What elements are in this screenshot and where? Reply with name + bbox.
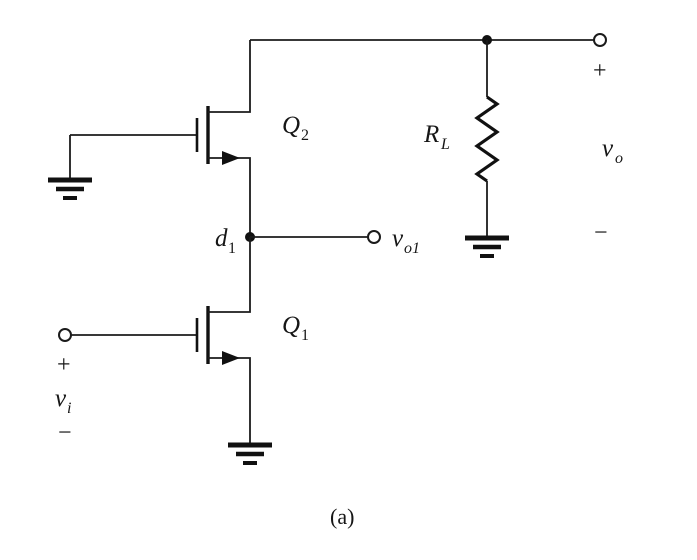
input-plus-sign: +	[57, 352, 71, 378]
resistor-rl	[474, 95, 500, 183]
input-minus-sign: −	[58, 420, 72, 446]
q2-label: Q	[282, 112, 300, 139]
q1-source-arrow	[222, 351, 240, 365]
d1-label: d	[215, 225, 228, 252]
transistor-q2	[70, 40, 251, 237]
input-terminal	[58, 328, 72, 342]
output-minus-sign: −	[594, 220, 608, 246]
ground-symbol-q1-source	[228, 442, 272, 465]
vo-label-sub: o	[615, 150, 623, 167]
figure-caption: (a)	[330, 504, 354, 529]
ground-symbol-q2-gate	[48, 135, 92, 200]
vo1-label-sub: o1	[404, 240, 420, 257]
vo1-terminal	[367, 230, 381, 244]
q2-drain-lead	[208, 40, 251, 113]
q2-source-arrow	[222, 151, 240, 165]
d1-label-sub: 1	[228, 240, 236, 257]
q2-label-sub: 2	[301, 127, 309, 144]
q1-label-sub: 1	[301, 327, 309, 344]
ground-symbol-load	[465, 235, 509, 258]
rl-label: R	[423, 121, 439, 148]
q1-drain-lead	[208, 237, 251, 313]
transistor-q1	[71, 237, 251, 445]
q1-source-lead	[208, 357, 251, 445]
vi-label-sub: i	[67, 400, 71, 417]
load-resistor-branch	[465, 40, 509, 258]
vi-label: v	[55, 385, 67, 412]
vo1-label: v	[392, 225, 404, 252]
vo-label: v	[602, 135, 614, 162]
output-terminal	[593, 33, 607, 47]
rl-label-sub: L	[440, 136, 450, 153]
output-plus-sign: +	[593, 58, 607, 84]
q1-label: Q	[282, 312, 300, 339]
